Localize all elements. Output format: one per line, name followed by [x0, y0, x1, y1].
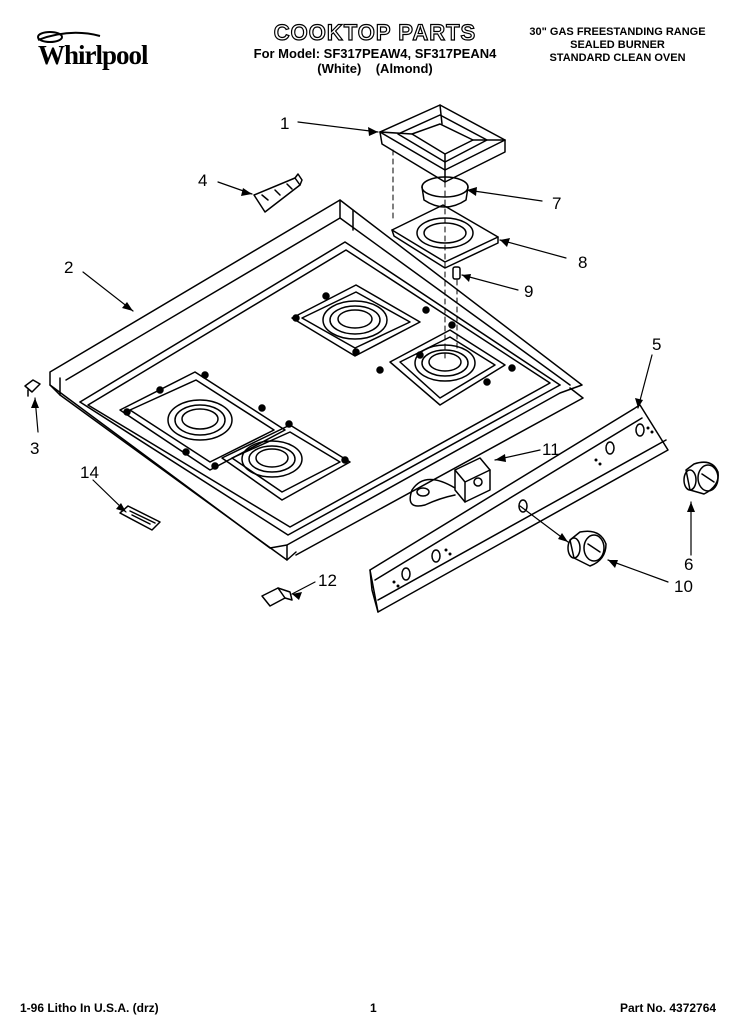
whirlpool-logo: Whirlpool: [30, 26, 165, 76]
spring-clip: [261, 587, 293, 607]
footer-page-number: 1: [370, 1001, 377, 1015]
callout-9: 9: [524, 282, 533, 301]
product-line-3: STANDARD CLEAN OVEN: [549, 52, 686, 64]
callout-11: 11: [542, 440, 560, 459]
model-info: For Model: SF317PEAW4, SF317PEAN4 (White…: [250, 46, 500, 76]
burner-recess-right-rear: [291, 284, 421, 357]
product-description: 30" GAS FREESTANDING RANGE SEALED BURNER…: [500, 26, 735, 65]
callout-6: 6: [684, 555, 693, 574]
cooktop-panel: [49, 199, 584, 561]
callout-7: 7: [552, 194, 561, 213]
leader-lines: [34, 121, 692, 595]
rating-label: [119, 505, 161, 531]
burner-grate: [379, 104, 506, 183]
spark-module: [409, 457, 491, 507]
hinge-bracket: [253, 173, 303, 213]
callout-4: 4: [198, 171, 207, 190]
burner-recess-right-front: [389, 329, 506, 406]
page-title: COOKTOP PARTS: [273, 19, 477, 45]
callout-2: 2: [64, 258, 73, 277]
burner-recess-left-rear: [119, 371, 286, 471]
color-line: (White) (Almond): [317, 61, 433, 76]
footer-part-number: Part No. 4372764: [620, 1001, 717, 1015]
callout-14: 14: [80, 463, 99, 482]
control-knob-10: [567, 530, 607, 567]
footer-litho: 1-96 Litho In U.S.A. (drz): [20, 1001, 159, 1015]
leader-arrowheads: [31, 127, 695, 600]
product-line-1: 30" GAS FREESTANDING RANGE: [529, 26, 706, 38]
callout-1: 1: [280, 114, 289, 133]
callout-3: 3: [30, 439, 39, 458]
panel-screws: [123, 292, 516, 470]
callout-numbers: 1 2 3 4 5 6 7 8 9 10 11 12 14: [30, 114, 693, 596]
burner-recess-left-front: [221, 424, 351, 501]
orifice: [452, 266, 461, 280]
logo-swoosh-icon: [37, 31, 101, 43]
callout-12: 12: [318, 571, 337, 590]
panel-clip: [24, 379, 41, 397]
callout-8: 8: [578, 253, 587, 272]
callout-10: 10: [674, 577, 693, 596]
assembly-lines: [392, 149, 458, 361]
manifold-panel: [369, 404, 669, 613]
model-line: For Model: SF317PEAW4, SF317PEAN4: [253, 46, 497, 61]
product-line-2: SEALED BURNER: [570, 39, 665, 51]
control-knob-6: [683, 461, 719, 495]
callout-5: 5: [652, 335, 661, 354]
brand-name: Whirlpool: [38, 40, 149, 70]
